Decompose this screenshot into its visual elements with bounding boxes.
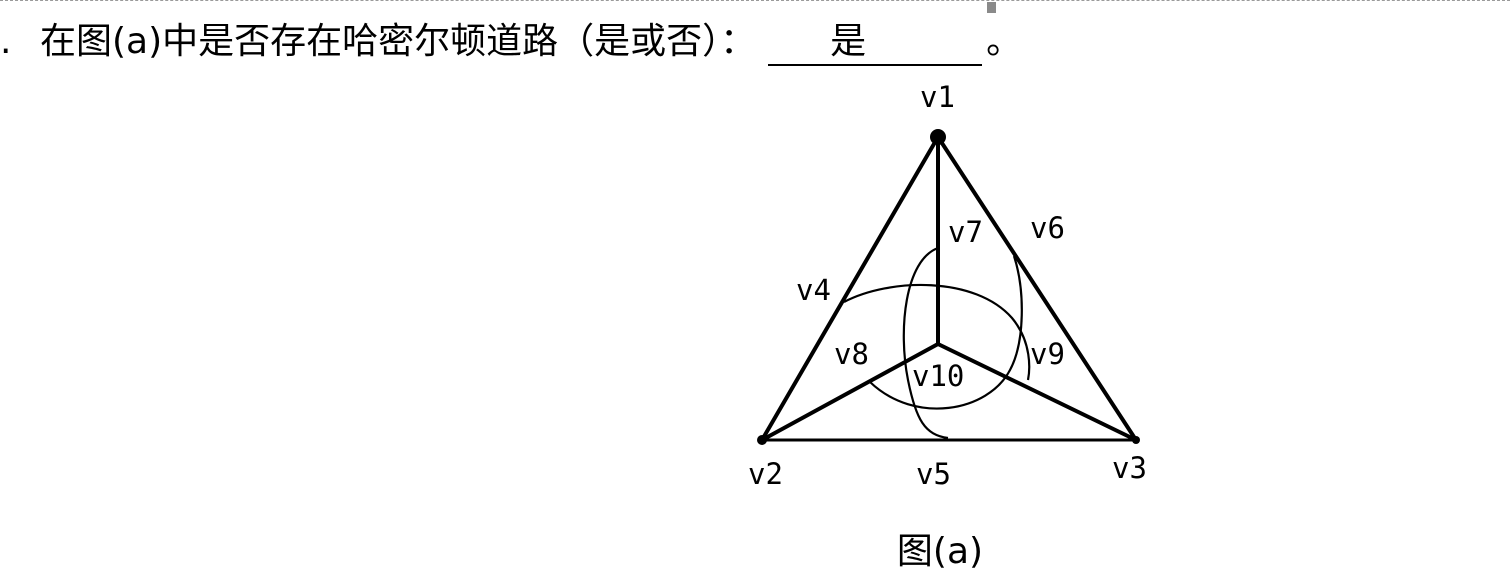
outer-edges [760, 135, 1138, 442]
answer-text: 是 [830, 21, 867, 62]
vertex-label-v1: v1 [920, 80, 955, 114]
curve-v4-v9 [843, 283, 1031, 381]
curve-v7-v5 [902, 246, 949, 440]
answer-blank[interactable]: 是 [768, 20, 983, 66]
vertex-label-v4: v4 [796, 273, 831, 307]
edge-v3-v10 [936, 342, 1138, 442]
edge-v2-v10 [760, 342, 940, 442]
inner-curves [843, 246, 1031, 440]
edge-v1-v2 [760, 135, 940, 442]
vertex-label-v2: v2 [748, 457, 783, 491]
vertex-label-v10: v10 [912, 359, 964, 393]
curve-v6-v8 [869, 255, 1023, 410]
vertex-label-v5: v5 [916, 457, 951, 491]
vertex-label-v9: v9 [1030, 337, 1065, 371]
question-text: 在图(a)中是否存在哈密尔顿道路（是或否）： [40, 21, 757, 62]
question-line: . 在图(a)中是否存在哈密尔顿道路（是或否）： 是 。 [0, 14, 1200, 70]
vertex-label-v6: v6 [1030, 211, 1065, 245]
vertex-label-v3: v3 [1112, 451, 1147, 485]
spoke-edges [760, 135, 1138, 442]
question-end-mark: 。 [986, 21, 1023, 62]
question-number: . [0, 21, 12, 62]
vertex-dot-v1 [930, 129, 946, 145]
vertex-dot-v2 [757, 435, 767, 445]
page-corner-marker [987, 2, 996, 13]
graph-figure-a: v1 v2 v3 v4 v5 v6 v7 v8 v9 v10 [748, 80, 1147, 491]
vertex-dot-v3 [1132, 436, 1140, 444]
page-top-dashed-border [0, 0, 1510, 1]
vertex-label-v8: v8 [834, 337, 869, 371]
figure-caption: 图(a) [896, 531, 984, 572]
edge-v1-v3 [936, 135, 1138, 442]
vertex-label-v7: v7 [948, 215, 983, 249]
